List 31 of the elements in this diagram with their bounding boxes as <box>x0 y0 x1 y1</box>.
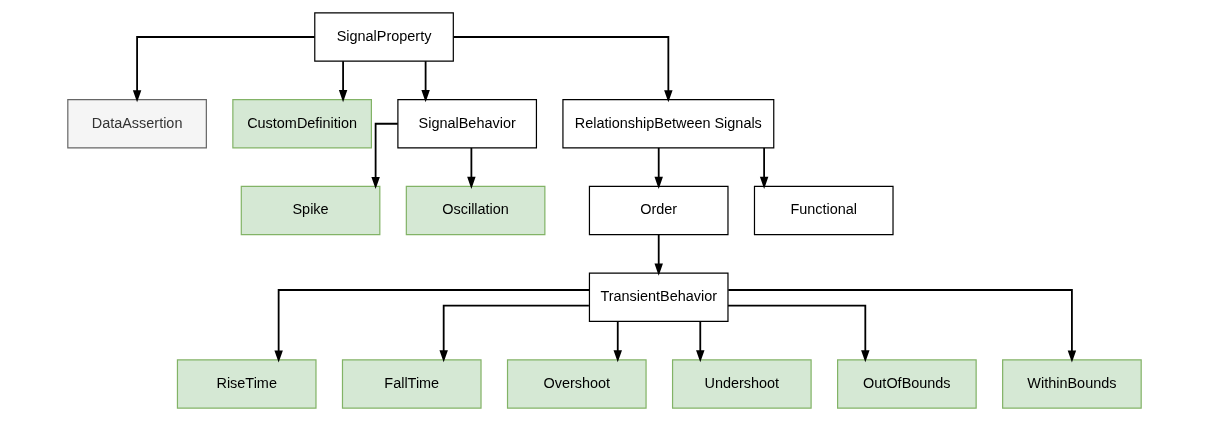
node-box: Overshoot <box>506 359 647 409</box>
arrow <box>273 289 590 363</box>
arrow <box>338 60 347 103</box>
node-box: WithinBounds <box>1001 359 1142 409</box>
node-box: FallTime <box>341 359 482 409</box>
arrow <box>370 122 399 190</box>
node-box: Undershoot <box>671 359 812 409</box>
arrow <box>726 304 870 363</box>
arrow <box>420 60 430 103</box>
arrow <box>654 147 663 189</box>
node-box: RiseTime <box>176 359 317 409</box>
arrow <box>613 320 622 363</box>
node-box: OutOfBounds <box>836 359 977 409</box>
arrow <box>466 147 476 189</box>
node-box: CustomDefinition <box>231 99 372 149</box>
node-box: SignalBehavior <box>396 99 537 149</box>
node-box: SignalProperty <box>313 12 454 62</box>
node-box: Functional <box>753 185 894 236</box>
arrow <box>726 289 1076 363</box>
arrow <box>695 320 704 363</box>
node-box: DataAssertion <box>66 99 207 149</box>
node-box: Oscillation <box>405 185 545 236</box>
arrow <box>438 304 590 363</box>
arrow <box>654 233 663 276</box>
node-box: RelationshipBetween Signals <box>561 99 774 149</box>
node-box: Spike <box>240 185 380 236</box>
arrow <box>759 147 768 189</box>
arrow <box>452 36 673 103</box>
node-box: TransientBehavior <box>588 272 729 322</box>
node-box: Order <box>588 185 729 236</box>
arrow <box>132 36 315 103</box>
